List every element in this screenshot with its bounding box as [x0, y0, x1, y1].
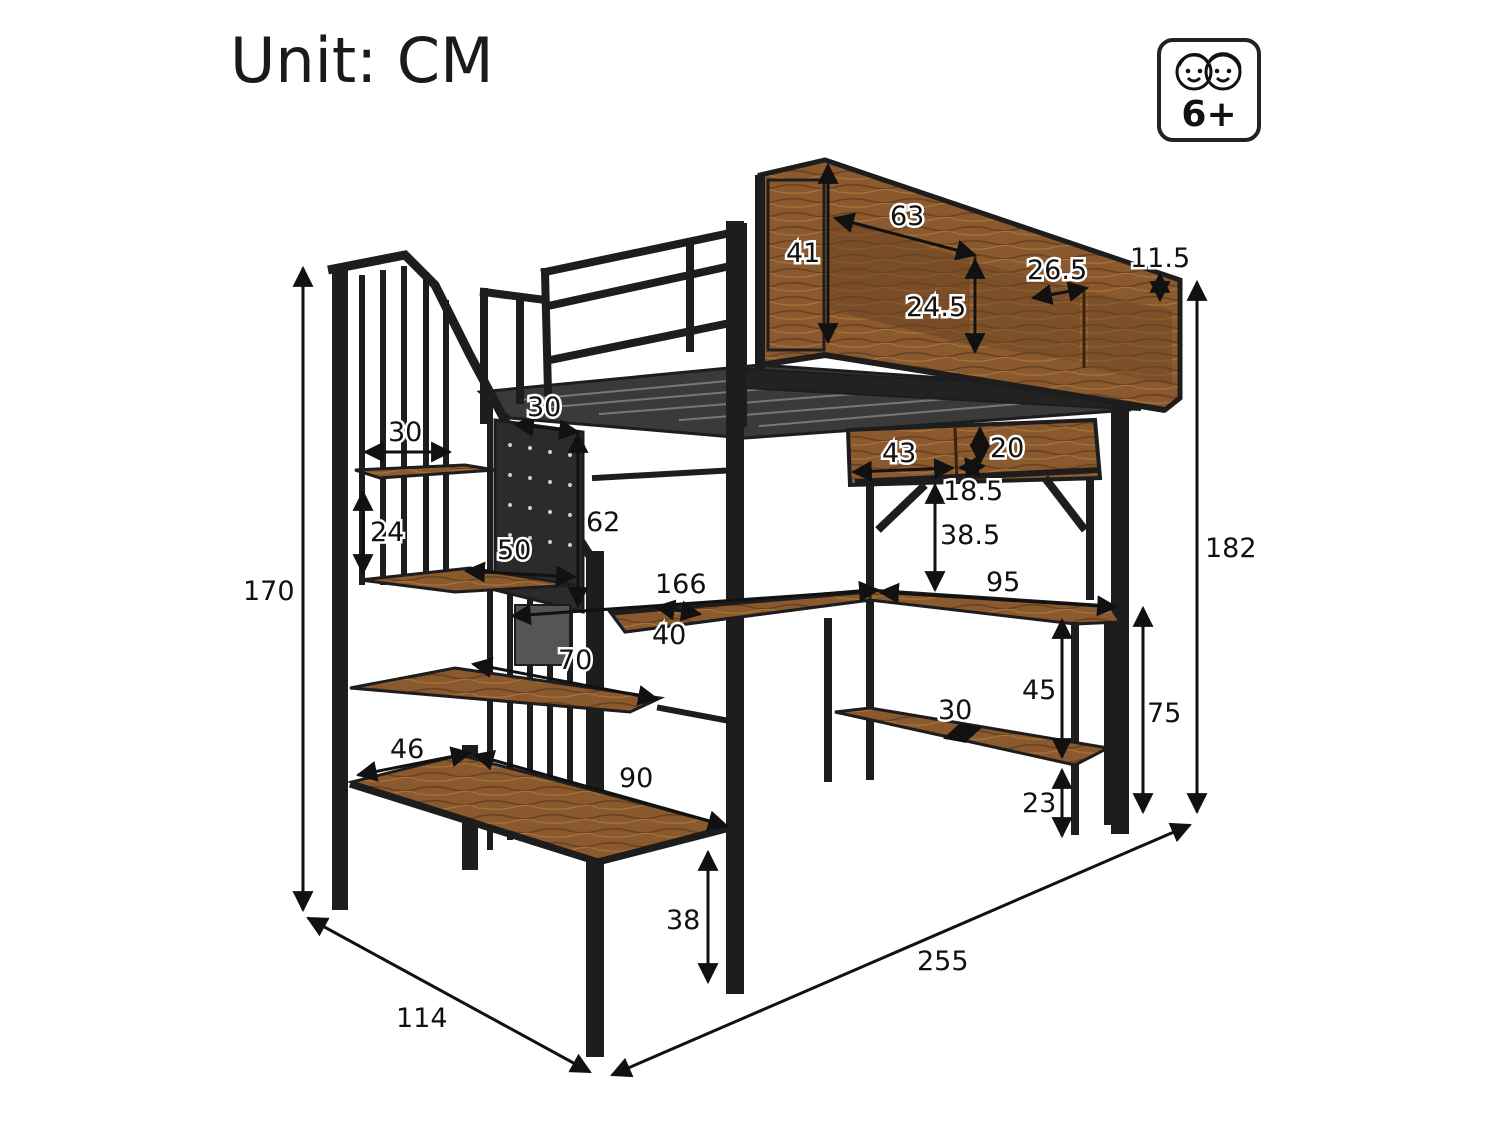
dimension-arrows: [292, 162, 1208, 1078]
unit-title: Unit: CM: [230, 24, 494, 97]
dim-desk-height: 75: [1147, 698, 1181, 729]
dim-under-shelf-depth: 18.5: [943, 476, 1003, 507]
dim-stair-top-width: 30: [527, 392, 561, 423]
age-badge: 6+: [1157, 38, 1261, 142]
dim-total-height-stairs: 170: [243, 576, 295, 607]
dim-bottom-shelf-length: 90: [619, 763, 653, 794]
dim-desk-side-length: 95: [986, 567, 1020, 598]
dim-under-shelf-height: 20: [990, 433, 1024, 464]
dim-total-length: 255: [917, 946, 969, 977]
dim-desk-shelf-depth: 30: [938, 695, 972, 726]
dim-desk-depth: 40: [652, 620, 686, 651]
dimension-labels: 41 63 24.5 26.5 11.5 30 30 24 50 62 166 …: [243, 199, 1257, 1035]
bed-frame: [476, 221, 1143, 1057]
dim-floor-clearance: 38: [666, 905, 700, 936]
dim-stair-step-width: 30: [388, 417, 422, 448]
dim-shelf-compartment-height: 24.5: [906, 292, 966, 323]
dim-bottom-shelf-width: 46: [390, 734, 424, 765]
dim-under-shelf-width: 43: [882, 438, 916, 469]
dim-shelf-top-gap: 11.5: [1130, 243, 1190, 274]
dim-total-height: 182: [1205, 533, 1257, 564]
dim-stair-step-height: 24: [370, 517, 404, 548]
dim-shelf-width: 63: [890, 201, 924, 232]
dim-desk-clearance: 38.5: [940, 520, 1000, 551]
dim-desk-leg-gap: 45: [1022, 675, 1056, 706]
dim-shelf-compartment-width: 26.5: [1027, 255, 1087, 286]
age-label: 6+: [1181, 94, 1237, 135]
dim-stair-storage-depth: 50: [497, 535, 531, 566]
dim-stair-shelf-length: 70: [558, 645, 592, 676]
kids-faces-icon: [1175, 52, 1242, 91]
dim-desk-length: 166: [655, 569, 707, 600]
dim-desk-shelf-height: 23: [1022, 788, 1056, 819]
dim-total-width: 114: [396, 1003, 448, 1034]
dim-stair-panel-height: 62: [586, 507, 620, 538]
dim-shelf-height: 41: [786, 238, 820, 269]
